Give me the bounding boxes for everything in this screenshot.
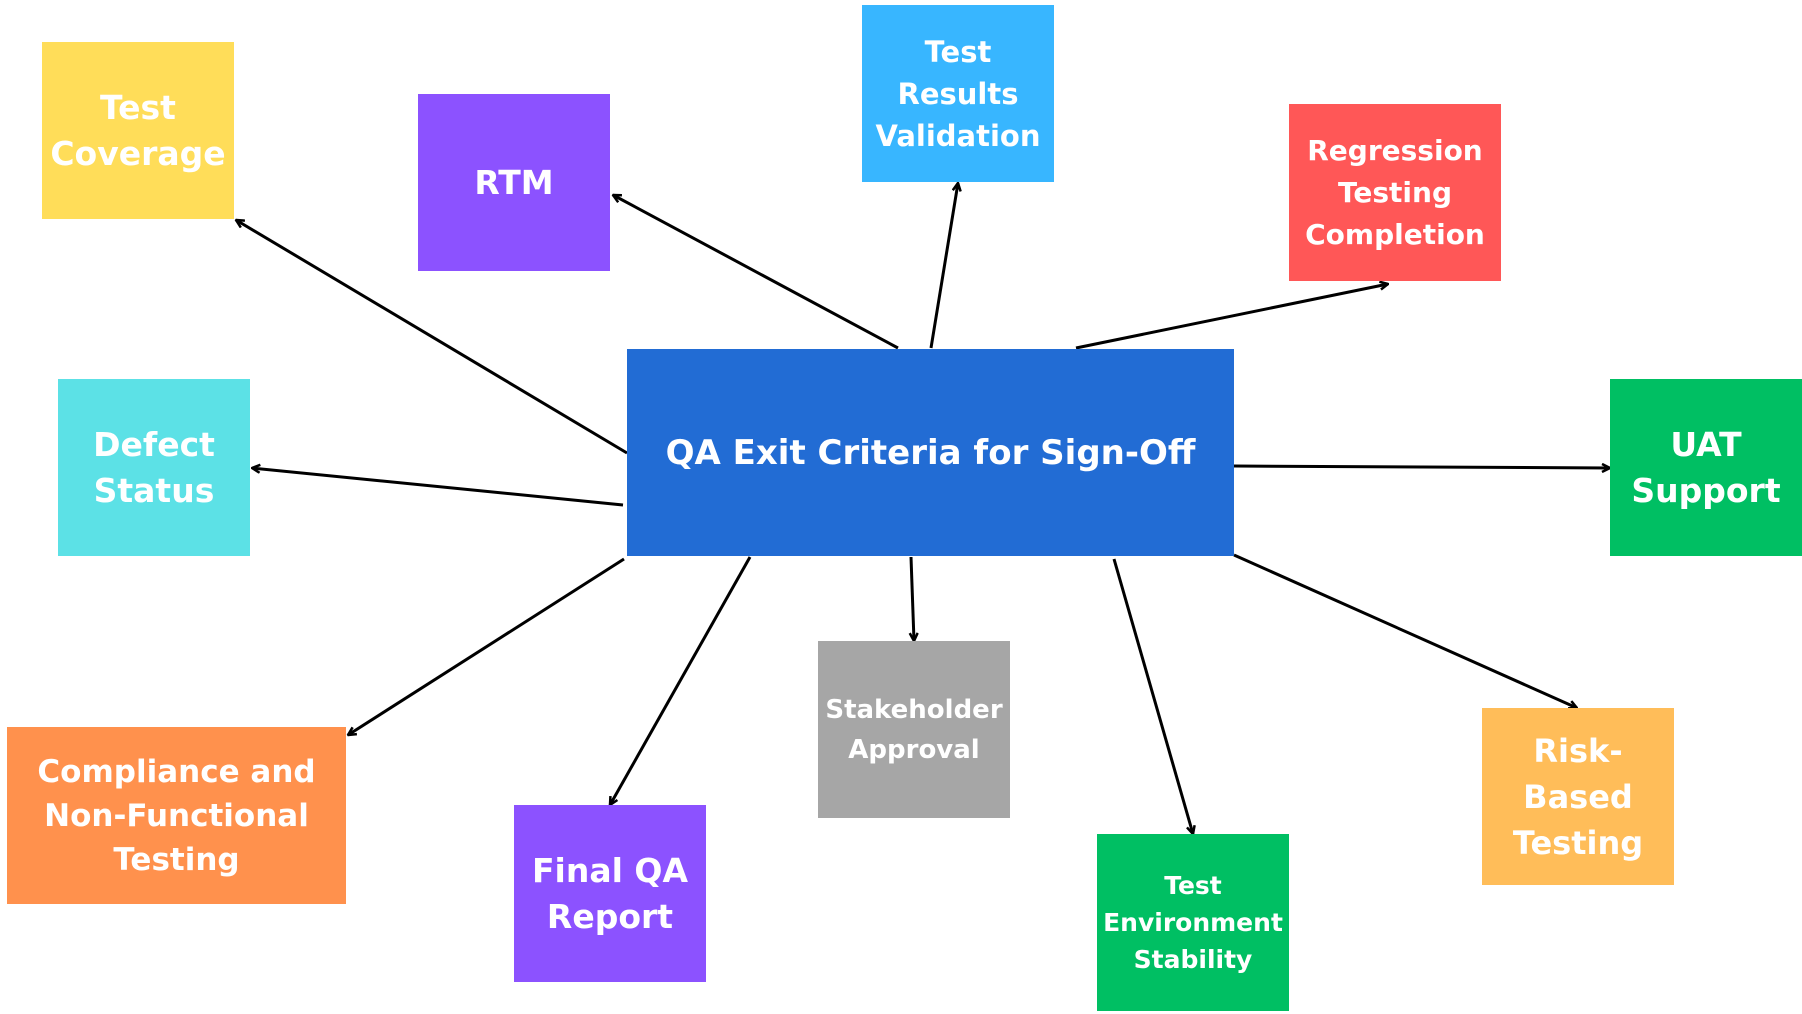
node-test-coverage: Test Coverage <box>42 42 234 219</box>
node-final-qa-report-label: Final QA Report <box>531 850 688 936</box>
node-compliance-nonfunctional: Compliance and Non-Functional Testing <box>7 727 346 904</box>
arrow-center-to-regression-testing-completion <box>1075 284 1388 350</box>
node-test-environment-stability-label: Test Environment Stability <box>1103 871 1283 974</box>
center-node-label: QA Exit Criteria for Sign-Off <box>665 432 1196 473</box>
node-final-qa-report: Final QA Report <box>514 805 706 982</box>
node-risk-based-testing-label: Risk-Based Testing <box>1512 731 1644 862</box>
node-uat-support: UAT Support <box>1610 379 1802 556</box>
node-test-coverage-label: Test Coverage <box>50 87 226 173</box>
node-rtm: RTM <box>418 94 610 271</box>
arrow-center-to-stakeholder-approval <box>911 556 914 641</box>
node-rtm-label: RTM <box>474 163 554 202</box>
arrow-center-to-test-coverage <box>236 218 628 455</box>
node-defect-status-label: Defect Status <box>93 424 215 510</box>
node-regression-testing-completion: Regression Testing Completion <box>1289 104 1501 281</box>
arrow-center-to-uat-support <box>1233 466 1610 468</box>
arrow-center-to-compliance-nonfunctional <box>348 557 625 737</box>
node-test-results-validation: Test Results Validation <box>862 5 1054 182</box>
node-regression-testing-completion-label: Regression Testing Completion <box>1305 133 1485 251</box>
arrow-center-to-defect-status <box>252 468 624 507</box>
arrow-center-to-rtm <box>613 193 899 350</box>
arrow-center-to-risk-based-testing <box>1233 553 1577 708</box>
node-test-environment-stability: Test Environment Stability <box>1097 834 1289 1011</box>
node-stakeholder-approval-label: Stakeholder Approval <box>825 694 1003 765</box>
node-stakeholder-approval: Stakeholder Approval <box>818 641 1010 818</box>
arrow-center-to-final-qa-report <box>608 556 752 805</box>
node-defect-status: Defect Status <box>58 379 250 556</box>
node-test-results-validation-label: Test Results Validation <box>875 34 1041 153</box>
center-node: QA Exit Criteria for Sign-Off <box>627 349 1234 556</box>
arrow-center-to-test-environment-stability <box>1112 558 1193 834</box>
node-risk-based-testing: Risk-Based Testing <box>1482 708 1674 885</box>
node-uat-support-label: UAT Support <box>1631 424 1781 510</box>
arrow-center-to-test-results-validation <box>929 183 958 349</box>
node-compliance-nonfunctional-label: Compliance and Non-Functional Testing <box>37 753 316 878</box>
